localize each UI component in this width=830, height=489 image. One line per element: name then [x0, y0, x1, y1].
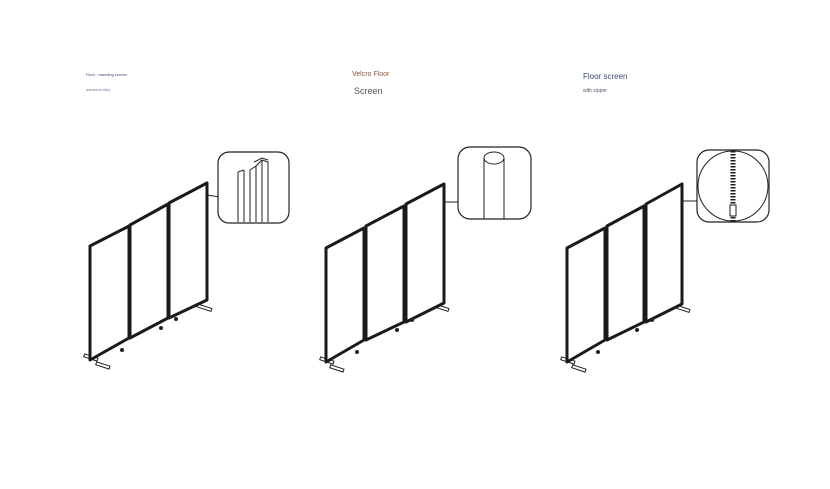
screen-3-illustration	[560, 149, 770, 373]
screen-3-panel-1	[565, 226, 607, 364]
product-3-title: Floor screen	[583, 72, 628, 81]
product-3-subtitle: with zipper	[583, 88, 607, 94]
product-2-subtitle: Screen	[354, 86, 383, 96]
screen-1-illustration	[83, 151, 290, 370]
product-1-subtitle: aluminium alloy	[86, 88, 111, 92]
product-2-title: Velcro Floor	[352, 71, 390, 78]
screen-2-illustration	[319, 146, 532, 373]
zipper-detail-icon	[696, 149, 770, 223]
aluminium-profile-detail-icon	[217, 151, 290, 224]
screen-3-panel-3	[644, 182, 684, 324]
screen-2-panel-2	[364, 204, 406, 342]
screen-1-panel-2	[128, 202, 170, 340]
screen-2-panel-3	[404, 182, 446, 324]
screen-1-panel-3	[167, 181, 209, 320]
screen-1-panel-1	[88, 224, 131, 362]
screen-3-panel-2	[605, 204, 646, 342]
product-1-title: Floor - standing screen	[86, 72, 127, 77]
screen-2-panel-1	[324, 226, 366, 364]
velcro-pole-detail-icon	[457, 146, 532, 220]
